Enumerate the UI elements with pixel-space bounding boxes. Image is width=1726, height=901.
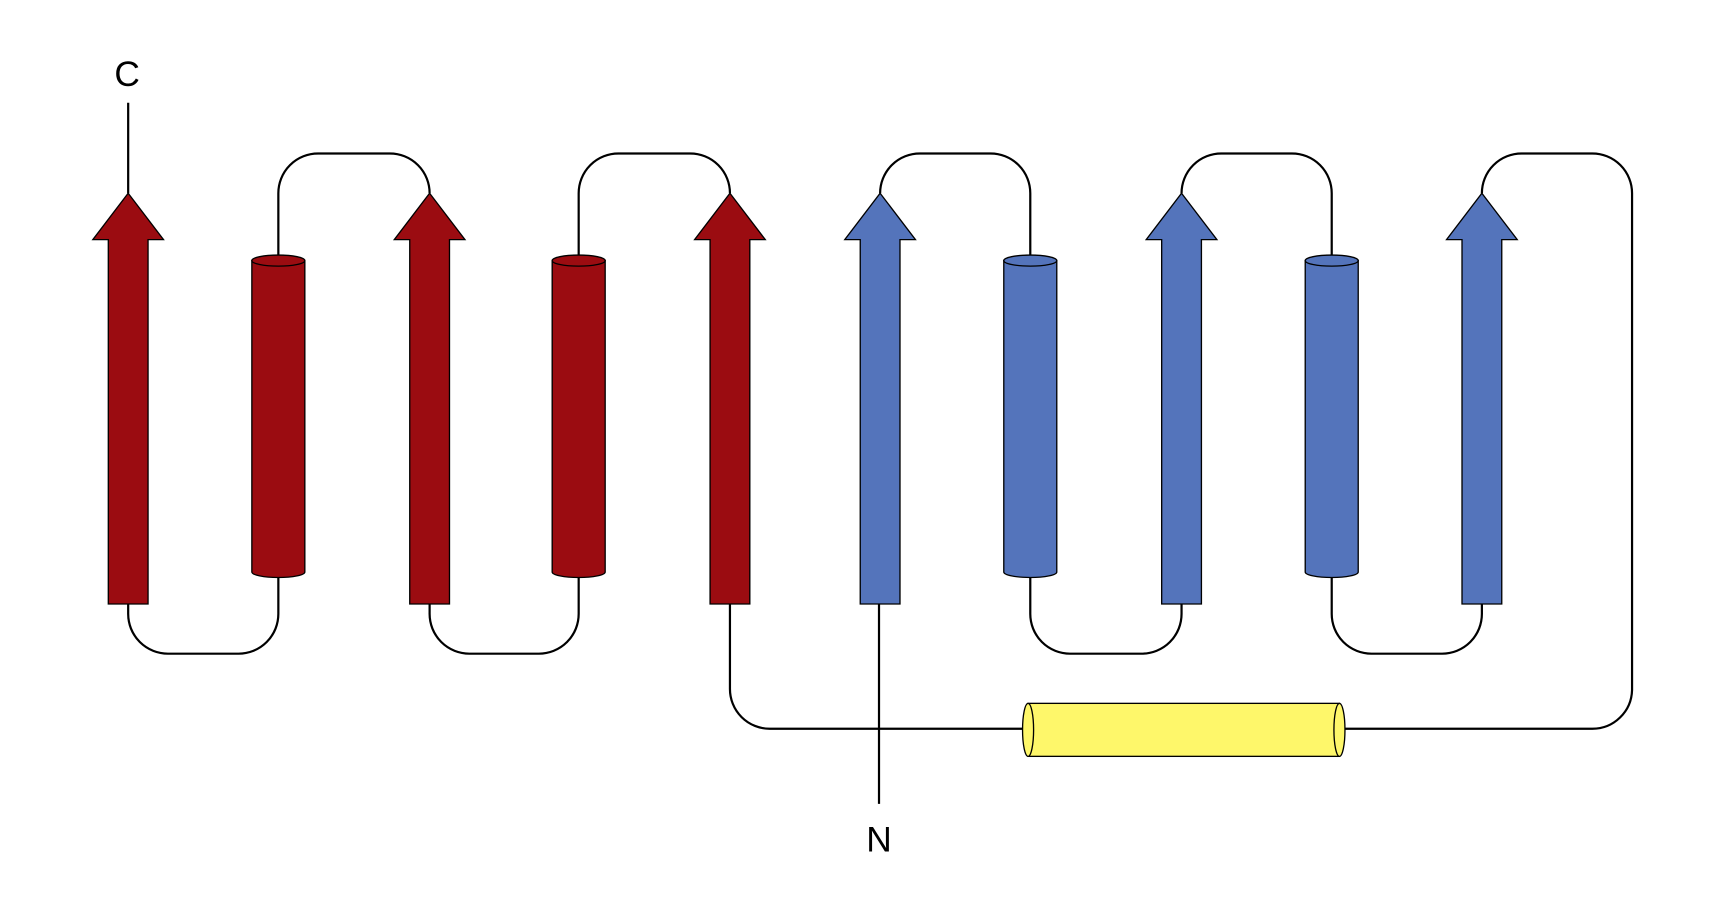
linker-helix-body (1027, 702, 1341, 758)
c-terminus-label: C (114, 55, 140, 94)
strands (91, 192, 1519, 605)
loop-connector (127, 571, 280, 655)
loop-connector (1339, 152, 1634, 730)
loops (127, 102, 1634, 804)
loop-connector (879, 152, 1032, 261)
loop-connector (277, 152, 431, 261)
loop-connector (1180, 152, 1333, 261)
loop-connector (577, 152, 732, 261)
helix-body (1003, 259, 1058, 579)
linker-helix-left-cap (1021, 702, 1035, 758)
beta-strand-arrow (392, 192, 467, 605)
alpha-helix-cylinder (1304, 254, 1359, 579)
beta-strand-arrow (1445, 192, 1519, 605)
loop-connector (1330, 571, 1483, 655)
loop-connector (728, 603, 1029, 730)
loop-connector (428, 571, 580, 655)
helix-top-cap (251, 254, 306, 267)
linker-helix-right-cap (1333, 702, 1346, 758)
helix-top-cap (1003, 254, 1058, 267)
helices (251, 254, 1359, 579)
alpha-helix-cylinder (1003, 254, 1058, 579)
loop-connector (1029, 571, 1183, 655)
helix-top-cap (1304, 254, 1359, 267)
helix-body (251, 259, 306, 579)
alpha-helix-cylinder (551, 254, 606, 579)
linker-helix (1021, 702, 1346, 758)
helix-body (1304, 259, 1359, 579)
n-terminus-label: N (866, 820, 892, 859)
helix-body (551, 259, 606, 579)
helix-top-cap (551, 254, 606, 267)
beta-strand-arrow (843, 192, 917, 605)
beta-strand-arrow (1144, 192, 1219, 605)
beta-strand-arrow (91, 192, 165, 605)
alpha-helix-cylinder (251, 254, 306, 579)
beta-strand-arrow (693, 192, 767, 605)
